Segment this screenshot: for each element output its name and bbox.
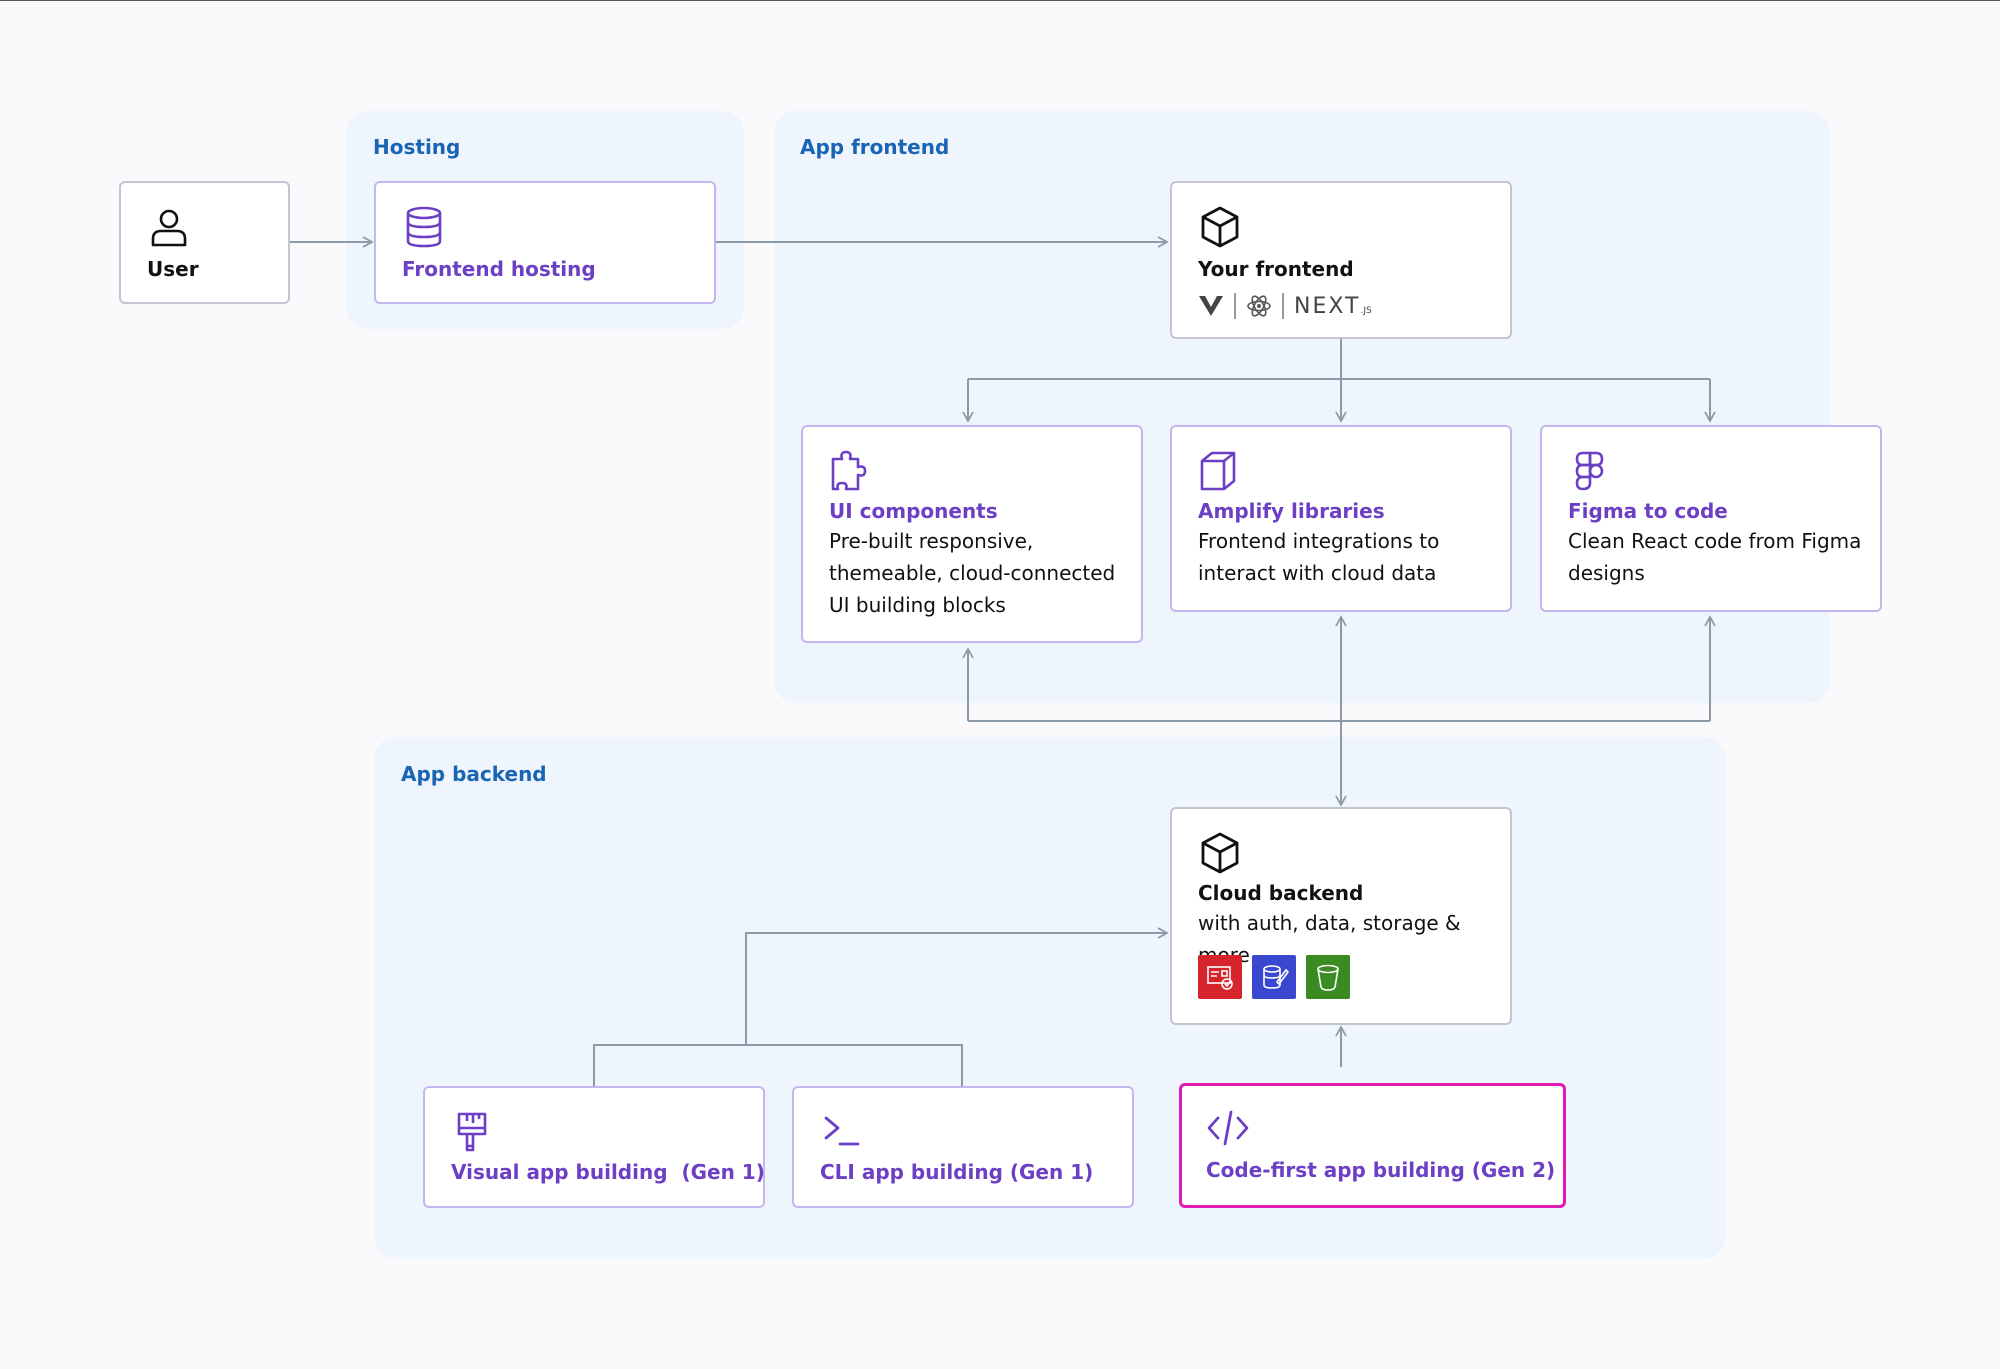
figma-to-code-description: Clean React code from Figma designs bbox=[1568, 529, 1862, 585]
paint-brush-icon bbox=[457, 1112, 487, 1152]
cloud-backend-node[interactable]: Cloud backend with auth, data, storage &… bbox=[1170, 807, 1512, 1025]
user-node[interactable]: User bbox=[119, 181, 290, 304]
nextjs-logo-suffix: .JS bbox=[1360, 305, 1372, 316]
framework-logos: NEXT.JS bbox=[1198, 293, 1372, 319]
user-icon bbox=[151, 209, 187, 247]
auth-service-icon bbox=[1198, 955, 1242, 999]
cli-app-building-node[interactable]: CLI app building (Gen 1) bbox=[792, 1086, 1134, 1208]
code-icon bbox=[1207, 1110, 1249, 1146]
nextjs-logo-text: NEXT bbox=[1294, 293, 1361, 319]
cloud-backend-description: with auth, data, storage & more bbox=[1198, 911, 1461, 967]
ui-components-node[interactable]: UI components Pre-built responsive, them… bbox=[801, 425, 1143, 643]
code-first-app-building-title: Code-first app building (Gen 2) bbox=[1206, 1158, 1556, 1182]
data-service-icon bbox=[1252, 955, 1296, 999]
document-stack-icon bbox=[1200, 451, 1236, 491]
puzzle-icon bbox=[831, 450, 867, 491]
database-icon bbox=[406, 206, 442, 248]
edge-gen1-visual bbox=[593, 1044, 963, 1086]
vue-icon bbox=[1199, 296, 1223, 316]
hosting-region-label: Hosting bbox=[373, 135, 461, 159]
storage-service-icon bbox=[1306, 955, 1350, 999]
your-frontend-node[interactable]: Your frontend NEXT.JS bbox=[1170, 181, 1512, 339]
react-icon bbox=[1247, 295, 1271, 317]
figma-to-code-title: Figma to code bbox=[1568, 499, 1728, 523]
figma-icon bbox=[1575, 451, 1604, 491]
ui-components-description: Pre-built responsive, themeable, cloud-c… bbox=[829, 529, 1116, 617]
amplify-libraries-description: Frontend integrations to interact with c… bbox=[1198, 529, 1440, 585]
terminal-icon bbox=[824, 1116, 860, 1146]
edge-gen1-trunk bbox=[745, 927, 1169, 1045]
cloud-backend-title: Cloud backend bbox=[1198, 881, 1364, 905]
amplify-libraries-title: Amplify libraries bbox=[1198, 499, 1385, 523]
frontend-hosting-title: Frontend hosting bbox=[402, 257, 596, 281]
framework-separator bbox=[1234, 293, 1236, 319]
cube-icon bbox=[1201, 832, 1239, 874]
nextjs-logo: NEXT.JS bbox=[1294, 294, 1372, 319]
code-first-app-building-node[interactable]: Code-first app building (Gen 2) bbox=[1179, 1083, 1566, 1208]
cube-icon bbox=[1201, 206, 1239, 248]
frontend-hosting-node[interactable]: Frontend hosting bbox=[374, 181, 716, 304]
visual-app-building-title: Visual app building (Gen 1) bbox=[451, 1160, 765, 1184]
amplify-libraries-node[interactable]: Amplify libraries Frontend integrations … bbox=[1170, 425, 1512, 612]
aws-service-icons bbox=[1198, 955, 1350, 999]
your-frontend-title: Your frontend bbox=[1198, 257, 1354, 281]
figma-to-code-node[interactable]: Figma to code Clean React code from Figm… bbox=[1540, 425, 1882, 612]
user-title: User bbox=[147, 257, 199, 281]
framework-separator bbox=[1282, 293, 1284, 319]
app-backend-region-label: App backend bbox=[401, 762, 547, 786]
cli-app-building-title: CLI app building (Gen 1) bbox=[820, 1160, 1094, 1184]
visual-app-building-node[interactable]: Visual app building (Gen 1) bbox=[423, 1086, 765, 1208]
app-frontend-region-label: App frontend bbox=[800, 135, 950, 159]
ui-components-title: UI components bbox=[829, 499, 998, 523]
